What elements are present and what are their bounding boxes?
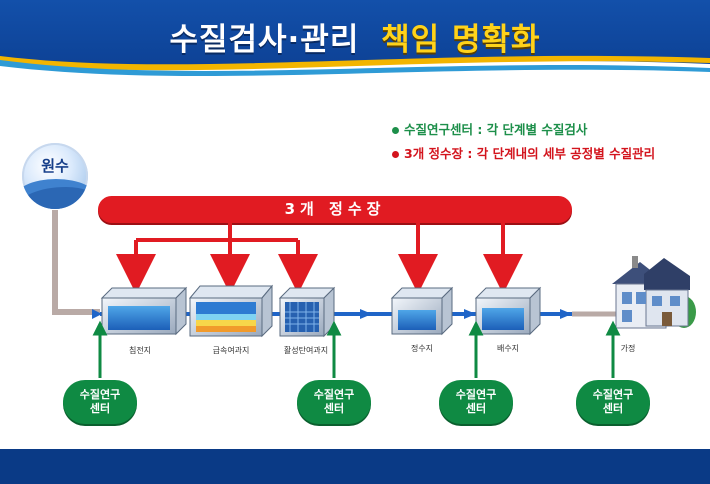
legend-item-label: 수질연구센터 : 각 단계별 수질검사 bbox=[404, 122, 588, 137]
flow-arrows bbox=[92, 309, 572, 319]
green-dot-icon bbox=[392, 127, 399, 134]
legend-item-research-center: 수질연구센터 : 각 단계별 수질검사 bbox=[392, 118, 655, 142]
research-center-line2: 센터 bbox=[602, 402, 624, 415]
title-part2: 책임 명확화 bbox=[381, 22, 541, 58]
plant-bar: 3개 정수장 bbox=[98, 196, 572, 223]
water-wave-icon bbox=[22, 187, 88, 209]
tank-icon bbox=[278, 286, 336, 338]
research-center-lines bbox=[92, 320, 621, 378]
footer-band bbox=[0, 449, 710, 484]
header-banner: 수질검사·관리 책임 명확화 bbox=[0, 0, 710, 88]
arrow-icon bbox=[464, 309, 476, 319]
stage-label: 가정 bbox=[620, 344, 636, 353]
plant-branches bbox=[116, 223, 523, 294]
stage-label: 급속여과지 bbox=[212, 346, 250, 355]
arrow-icon bbox=[560, 309, 572, 319]
house-icon bbox=[612, 256, 696, 329]
research-center-line1: 수질연구 bbox=[79, 388, 121, 401]
page-title: 수질검사·관리 책임 명확화 bbox=[0, 14, 710, 59]
tank-icon bbox=[100, 286, 188, 336]
stage-label: 활성탄여과지 bbox=[283, 346, 329, 355]
arrow-icon bbox=[360, 309, 372, 319]
research-center-line2: 센터 bbox=[89, 402, 111, 415]
legend-item-plants: 3개 정수장 : 각 단계내의 세부 공정별 수질관리 bbox=[392, 142, 655, 166]
tank-icon bbox=[188, 284, 274, 338]
tank-icon bbox=[390, 286, 454, 336]
legend-item-label: 3개 정수장 : 각 단계내의 세부 공정별 수질관리 bbox=[404, 146, 656, 161]
research-center-line2: 센터 bbox=[465, 402, 487, 415]
tank-icon bbox=[474, 286, 542, 336]
title-part1: 수질검사·관리 bbox=[169, 22, 360, 58]
stage-label: 정수지 bbox=[410, 344, 434, 353]
raw-water-pipe bbox=[52, 210, 100, 315]
research-center-line1: 수질연구 bbox=[592, 388, 634, 401]
header-swoosh bbox=[0, 0, 710, 88]
raw-water-label: 원수 bbox=[41, 157, 69, 175]
arrow-icon bbox=[92, 309, 102, 319]
red-dot-icon bbox=[392, 151, 399, 158]
stage-label: 침전지 bbox=[128, 346, 152, 355]
research-center-line1: 수질연구 bbox=[313, 388, 355, 401]
research-center-line2: 센터 bbox=[323, 402, 345, 415]
raw-water-circle: 원수 bbox=[22, 143, 88, 209]
research-center-line1: 수질연구 bbox=[455, 388, 497, 401]
stage-label: 배수지 bbox=[496, 344, 520, 353]
legend: 수질연구센터 : 각 단계별 수질검사 3개 정수장 : 각 단계내의 세부 공… bbox=[392, 118, 655, 166]
